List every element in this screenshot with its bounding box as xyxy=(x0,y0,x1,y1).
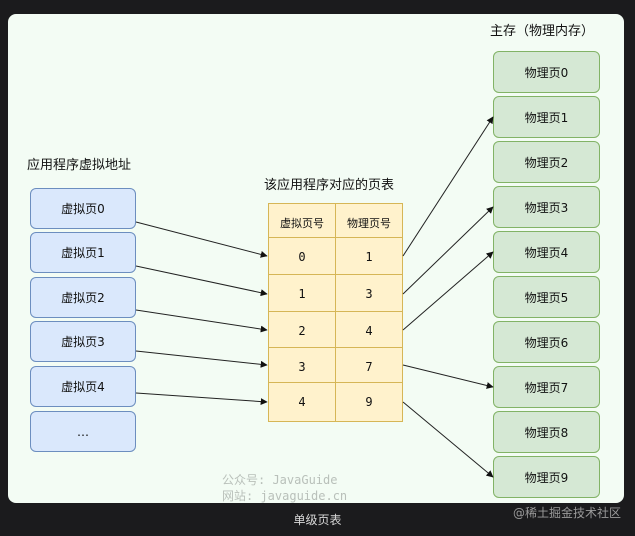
arrow-to-physical-4 xyxy=(402,251,494,331)
arrow-to-physical-9 xyxy=(402,401,494,478)
page-table-cell: 3 xyxy=(335,274,403,314)
physical-page-9: 物理页9 xyxy=(493,456,600,498)
page-table-cell: 7 xyxy=(335,347,403,387)
arrow-virtual-3 xyxy=(135,350,268,368)
watermark-line-1: 公众号: JavaGuide xyxy=(222,473,338,487)
page-table-header-physical: 物理页号 xyxy=(335,203,403,243)
virtual-page-4: 虚拟页4 xyxy=(30,366,136,407)
page-table-cell: 9 xyxy=(335,382,403,422)
physical-page-5: 物理页5 xyxy=(493,276,600,318)
physical-page-8: 物理页8 xyxy=(493,411,600,453)
virtual-page-2: 虚拟页2 xyxy=(30,277,136,318)
arrow-to-physical-7 xyxy=(402,364,494,389)
watermark-line-2: 网站: javaguide.cn xyxy=(222,489,348,503)
arrow-virtual-1 xyxy=(135,265,268,297)
physical-page-3: 物理页3 xyxy=(493,186,600,228)
physical-page-7: 物理页7 xyxy=(493,366,600,408)
page-table-heading: 该应用程序对应的页表 xyxy=(264,178,395,193)
arrow-virtual-2 xyxy=(135,309,268,333)
page-table-cell: 1 xyxy=(268,274,336,314)
source-watermark: @稀土掘金技术社区 xyxy=(512,506,621,520)
physical-page-6: 物理页6 xyxy=(493,321,600,363)
page-table-cell: 1 xyxy=(335,237,403,277)
physical-memory-heading: 主存（物理内存） xyxy=(490,24,595,39)
page-table-cell: 4 xyxy=(335,311,403,351)
page-table-cell: 0 xyxy=(268,237,336,277)
page-table-cell: 2 xyxy=(268,311,336,351)
physical-page-1: 物理页1 xyxy=(493,96,600,138)
physical-page-4: 物理页4 xyxy=(493,231,600,273)
virtual-page-0: 虚拟页0 xyxy=(30,188,136,229)
physical-page-0: 物理页0 xyxy=(493,51,600,93)
arrow-to-physical-3 xyxy=(402,206,494,295)
arrow-to-physical-1 xyxy=(402,116,494,257)
arrow-virtual-4 xyxy=(135,392,268,406)
physical-page-2: 物理页2 xyxy=(493,141,600,183)
virtual-space-heading: 应用程序虚拟地址 xyxy=(27,158,132,173)
virtual-page-ellipsis: … xyxy=(30,411,136,452)
figure-caption: 单级页表 xyxy=(293,513,342,527)
virtual-page-3: 虚拟页3 xyxy=(30,321,136,362)
arrow-virtual-0 xyxy=(135,221,268,258)
virtual-page-1: 虚拟页1 xyxy=(30,232,136,273)
page-table-header-virtual: 虚拟页号 xyxy=(268,203,336,243)
page-table-cell: 4 xyxy=(268,382,336,422)
